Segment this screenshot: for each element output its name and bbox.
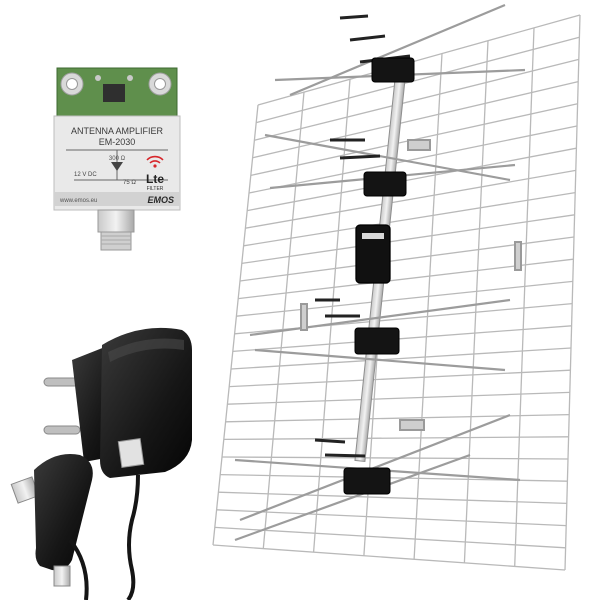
grid-wire [243, 191, 576, 247]
grid-wire [248, 125, 578, 194]
lte-wave-icon [146, 155, 164, 168]
grid-wire [247, 147, 577, 212]
impedance-out-label: 75 Ω [123, 180, 136, 186]
grid-wire [227, 391, 570, 405]
injector-body [34, 454, 93, 571]
grid-wire [254, 58, 579, 141]
grid-wire [257, 14, 581, 106]
pcb-chip [103, 84, 125, 102]
grid-wire [236, 280, 573, 317]
grid-wire [262, 92, 305, 549]
brand-logo: EMOS [147, 195, 174, 205]
grid-wire [413, 53, 443, 560]
brand-strip [54, 192, 180, 206]
grid-wire [252, 80, 579, 159]
dipole-holders [343, 57, 415, 495]
impedance-top-label: 300 Ω [109, 156, 126, 162]
lte-label: Lte [146, 172, 164, 186]
grid-wire [223, 436, 569, 441]
grid-wire [218, 491, 567, 505]
amplifier-title-line1: ANTENNA AMPLIFIER [71, 126, 164, 136]
grid-wire [245, 169, 576, 229]
adapter-cable [126, 474, 140, 600]
adapter-label [117, 438, 145, 468]
grid-wire [232, 325, 572, 353]
amplifier-title-line2: EM-2030 [99, 137, 136, 147]
grid-wire [514, 27, 535, 567]
website-label: www.emos.eu [59, 198, 97, 204]
lte-sub-label: FILTER [147, 186, 164, 192]
mast-amplifier-box [355, 224, 391, 284]
grid-wire [229, 369, 571, 388]
reflector-grid [212, 14, 581, 571]
grid-wire [214, 526, 566, 549]
grid-wire [221, 456, 569, 460]
power-adapter [43, 327, 192, 600]
grid-wire [463, 40, 489, 563]
grid-wire [212, 544, 566, 571]
plug-pin [43, 425, 81, 435]
grid-wire [225, 413, 570, 423]
grid-wire [212, 104, 259, 546]
amplifier-connector [97, 209, 135, 233]
dipole-elements [234, 3, 526, 542]
grid-wire [216, 509, 567, 527]
grid-wire [256, 36, 580, 124]
voltage-label: 12 V DC [74, 172, 97, 178]
grid-antenna [212, 3, 581, 571]
grid-wire [564, 14, 581, 571]
grid-wire [241, 214, 575, 265]
injector-cable [68, 538, 89, 600]
grid-wire [230, 347, 572, 370]
mounting-brackets [300, 139, 522, 431]
coax-power-injector [10, 454, 93, 600]
adapter-body [100, 327, 192, 478]
amplifier-module: ANTENNA AMPLIFIER EM-2030 300 Ω 12 V DC … [53, 67, 181, 251]
